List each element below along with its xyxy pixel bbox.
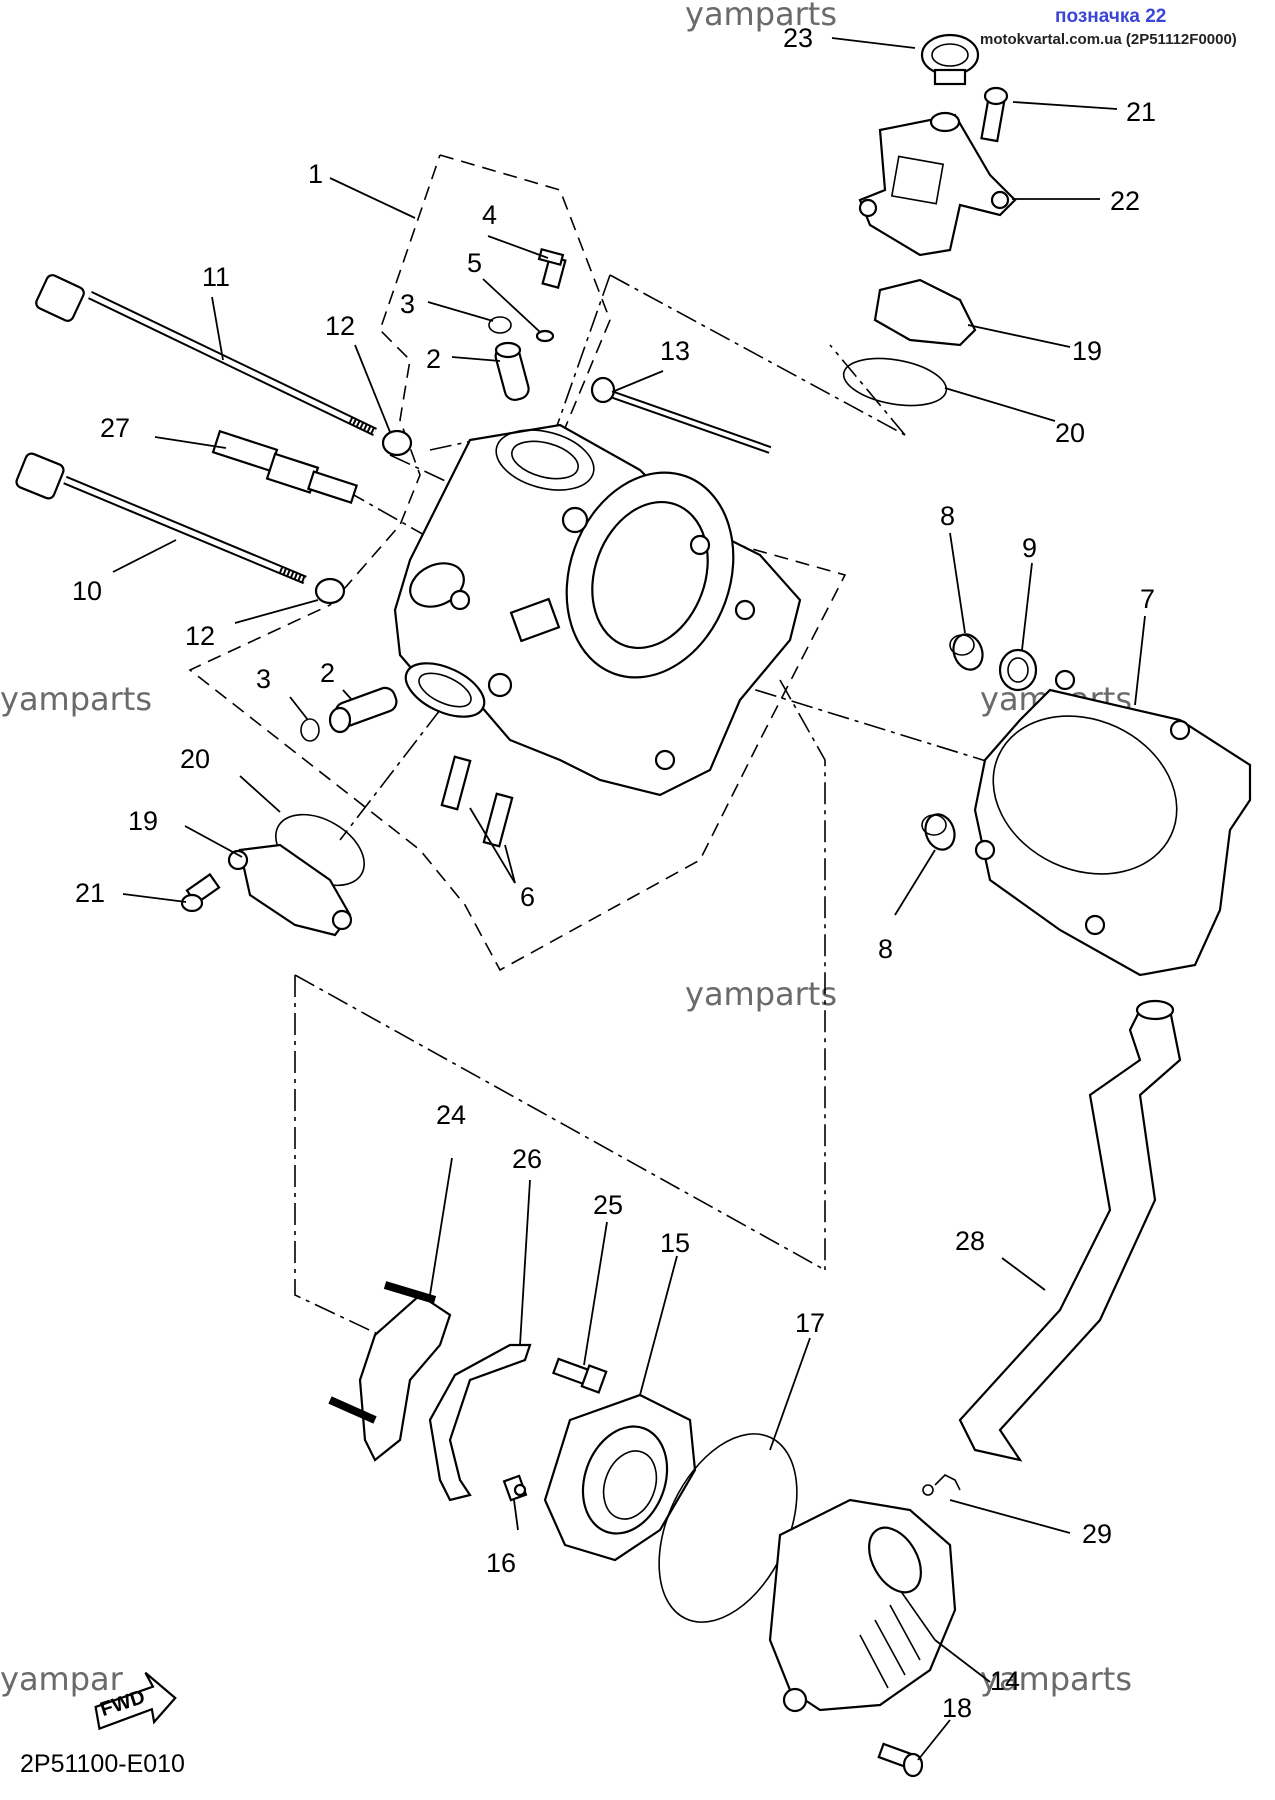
callout-18: 18 [942, 1693, 972, 1723]
bolt-18 [877, 1742, 924, 1778]
bolt-21-left [180, 872, 221, 913]
watermark: yamparts [0, 680, 152, 718]
callout-27: 27 [100, 413, 130, 443]
callout-15: 15 [660, 1228, 690, 1258]
header-tag: позначка 22 [1055, 6, 1166, 27]
watermark: yamparts [685, 975, 837, 1013]
header-source: motokvartal.com.ua (2P51112F0000) [980, 31, 1237, 48]
callout-7: 7 [1140, 584, 1155, 614]
bolt-long-11 [35, 274, 377, 437]
callout-2: 2 [426, 344, 441, 374]
clip-3-upper [488, 316, 512, 334]
hose-28 [958, 999, 1182, 1462]
dowel-pin-2-upper [494, 341, 530, 402]
washer-5 [535, 329, 555, 343]
callout-21: 21 [75, 878, 105, 908]
callout-2: 2 [320, 658, 335, 688]
callout-14: 14 [990, 1666, 1020, 1696]
watermark: yampar [0, 1660, 124, 1698]
callout-8: 8 [878, 934, 893, 964]
bolt-21-right [980, 86, 1009, 143]
collar-8-lower [921, 813, 956, 851]
callout-5: 5 [467, 248, 482, 278]
cover-14 [768, 1498, 957, 1713]
bolt-16 [502, 1474, 528, 1502]
alignment-lines [294, 274, 1081, 1336]
bolt-4 [537, 247, 567, 289]
callout-11: 11 [202, 262, 230, 292]
stud-6-left [440, 755, 472, 811]
collar-9 [998, 648, 1038, 692]
callout-1: 1 [308, 159, 323, 189]
spark-plug-27 [211, 429, 359, 505]
callout-9: 9 [1022, 533, 1037, 563]
callout-25: 25 [593, 1190, 623, 1220]
callout-19: 19 [1072, 336, 1102, 366]
callout-28: 28 [955, 1226, 985, 1256]
callout-23: 23 [783, 23, 813, 53]
callout-4: 4 [482, 200, 497, 230]
callout-12: 12 [325, 311, 355, 341]
cap-19-right [873, 278, 977, 347]
callout-3: 3 [256, 664, 271, 694]
callouts: 1 2 2 3 3 4 5 6 7 8 8 9 10 11 12 12 13 1… [72, 23, 1156, 1723]
callout-17: 17 [795, 1308, 825, 1338]
callout-10: 10 [72, 576, 102, 606]
washer-12-lower [314, 577, 346, 605]
cylinder-head-assembly-outline [188, 154, 847, 972]
callout-29: 29 [1082, 1519, 1112, 1549]
callout-19: 19 [128, 806, 158, 836]
washer-12-upper [381, 429, 413, 457]
gasket-7 [973, 669, 1252, 977]
watermark: yamparts [685, 0, 837, 33]
bracket-hole [929, 111, 961, 133]
dowel-pin-2-lower [328, 686, 398, 734]
callout-22: 22 [1110, 186, 1140, 216]
plate-24 [328, 1281, 452, 1462]
cylinder-head [393, 423, 802, 797]
plate-26 [428, 1343, 532, 1502]
bolt-13 [590, 376, 772, 454]
housing-15 [543, 1393, 697, 1562]
collar-8-upper [949, 633, 984, 671]
bracket-22 [858, 113, 1017, 257]
diagram-code: 2P51100-E010 [20, 1750, 185, 1778]
bolt-long-10 [15, 452, 307, 585]
cap-19-left [227, 843, 353, 937]
callout-24: 24 [436, 1100, 466, 1130]
clip-29 [922, 1474, 961, 1496]
callout-12: 12 [185, 621, 215, 651]
callout-20: 20 [1055, 418, 1085, 448]
o-ring-20-right [842, 357, 948, 407]
leader-lines [112, 37, 1146, 1761]
callout-13: 13 [660, 336, 690, 366]
callout-3: 3 [400, 289, 415, 319]
callout-8: 8 [940, 501, 955, 531]
bolt-25 [551, 1357, 608, 1394]
clip-3-lower [300, 718, 320, 742]
callout-6: 6 [520, 882, 535, 912]
fwd-arrow-icon: FWD [94, 1671, 177, 1731]
callout-16: 16 [486, 1548, 516, 1578]
callout-20: 20 [180, 744, 210, 774]
callout-21: 21 [1126, 97, 1156, 127]
watermark: yamparts [980, 1660, 1132, 1698]
callout-26: 26 [512, 1144, 542, 1174]
clamp-23 [920, 33, 980, 86]
